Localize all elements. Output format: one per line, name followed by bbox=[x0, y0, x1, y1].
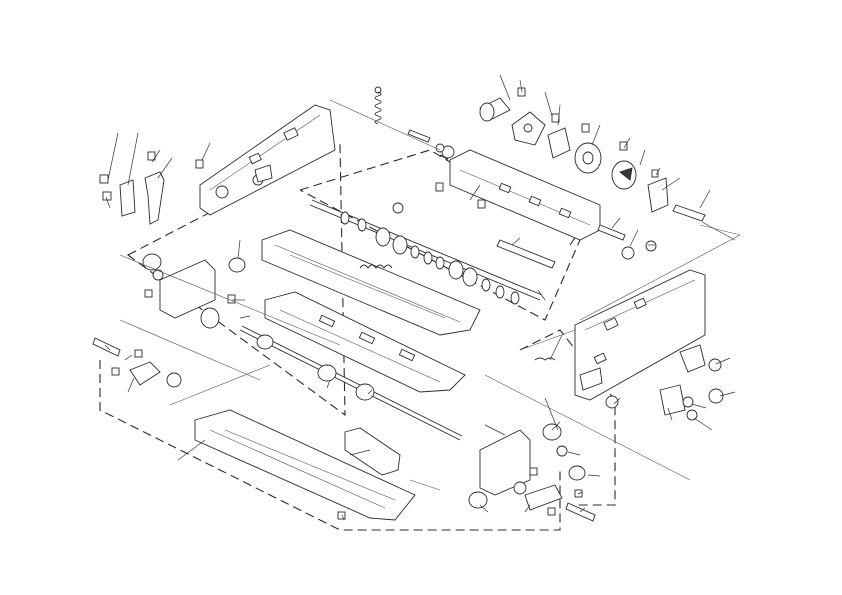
callout-leader bbox=[693, 417, 713, 431]
callout-leader bbox=[484, 424, 506, 436]
callout-leader bbox=[591, 124, 601, 146]
callout-leader bbox=[579, 507, 586, 513]
callout-leader bbox=[629, 229, 639, 247]
callout-leader bbox=[623, 137, 631, 149]
callout-leader bbox=[479, 504, 489, 513]
washer bbox=[435, 256, 445, 270]
cam-gear-cluster bbox=[479, 87, 706, 222]
callout-leader bbox=[613, 397, 621, 405]
callout-leader bbox=[587, 474, 601, 477]
callout-leader bbox=[157, 157, 173, 179]
washer bbox=[357, 218, 367, 232]
roller bbox=[392, 235, 408, 255]
guide-plate bbox=[261, 229, 481, 336]
callout-leader bbox=[537, 289, 546, 301]
callout-leader bbox=[639, 149, 646, 166]
callout-leader bbox=[201, 142, 211, 161]
callout-leader bbox=[104, 344, 111, 351]
callout-leader bbox=[567, 451, 581, 456]
lower-guide-plate bbox=[264, 291, 466, 393]
callout-leader-lines bbox=[104, 74, 736, 521]
roller bbox=[375, 227, 391, 247]
washer bbox=[510, 291, 520, 305]
callout-leader bbox=[667, 407, 673, 421]
left-bracket-assembly bbox=[142, 253, 246, 329]
callout-leader bbox=[577, 491, 583, 495]
callout-leader bbox=[177, 439, 206, 461]
callout-leader bbox=[701, 221, 736, 241]
feed-shaft bbox=[239, 325, 463, 441]
callout-leader bbox=[519, 79, 523, 93]
callout-leader bbox=[469, 184, 481, 201]
roller bbox=[462, 267, 478, 287]
callout-leader bbox=[107, 132, 119, 181]
right-side-frame bbox=[574, 269, 706, 401]
callout-leader bbox=[557, 104, 561, 126]
assembly-rails bbox=[119, 99, 741, 491]
callout-leader bbox=[544, 397, 559, 431]
callout-leader bbox=[326, 379, 331, 389]
callout-leader bbox=[237, 239, 241, 259]
highlight-screw bbox=[556, 445, 568, 457]
highlight-screw bbox=[682, 396, 694, 408]
lower-left-link bbox=[92, 337, 182, 388]
washer bbox=[340, 211, 350, 225]
callout-leader bbox=[691, 403, 707, 409]
callout-leader bbox=[341, 514, 345, 521]
callout-leader bbox=[151, 149, 161, 163]
washer bbox=[410, 245, 420, 259]
roller-shaft-assembly bbox=[309, 199, 556, 305]
callout-leader bbox=[524, 504, 531, 513]
callout-leader bbox=[511, 237, 521, 246]
callout-leader bbox=[124, 354, 133, 361]
roller bbox=[448, 260, 464, 280]
washer bbox=[423, 251, 433, 265]
tension-spring-top bbox=[374, 86, 382, 125]
callout-leader bbox=[699, 189, 711, 209]
callout-leader bbox=[499, 74, 511, 101]
callout-leader bbox=[549, 334, 563, 361]
callout-leader bbox=[127, 132, 139, 186]
lower-right-bracket bbox=[468, 357, 619, 522]
callout-leader bbox=[127, 377, 135, 393]
right-cam-assembly bbox=[597, 224, 724, 421]
callout-leader bbox=[661, 177, 681, 191]
callout-leader bbox=[715, 357, 731, 365]
highlight-screw bbox=[686, 409, 698, 421]
top-left-link-parts bbox=[99, 151, 204, 225]
upper-bracket bbox=[407, 129, 601, 241]
callout-leader bbox=[655, 167, 661, 176]
callout-leader bbox=[349, 449, 371, 456]
callout-leader bbox=[544, 91, 553, 117]
bottom-frame-plate bbox=[194, 409, 416, 521]
callout-leader bbox=[719, 391, 736, 397]
washer bbox=[481, 278, 491, 292]
callout-leader bbox=[239, 315, 251, 319]
washer bbox=[495, 285, 505, 299]
callout-leader bbox=[105, 196, 111, 209]
misc-fasteners bbox=[337, 143, 486, 520]
left-side-frame bbox=[199, 104, 336, 216]
callout-leader bbox=[611, 217, 621, 229]
highlight-screw bbox=[152, 269, 164, 281]
callout-leader bbox=[367, 389, 373, 395]
